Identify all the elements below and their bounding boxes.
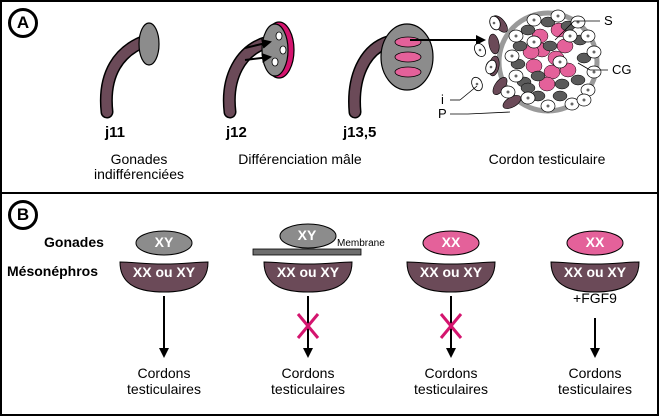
- label-S: S: [604, 13, 613, 28]
- caption-j11-line2: indifférenciées: [93, 166, 185, 182]
- gonad-col1: [135, 230, 193, 256]
- label-P: P: [438, 106, 447, 121]
- panel-a-letter: A: [16, 13, 30, 32]
- panel-b-marker: B: [8, 200, 38, 230]
- gonad-col2: [279, 223, 337, 249]
- gonad-label-col2: XY: [297, 227, 317, 243]
- caption-cordon: Cordon testiculaire: [488, 151, 606, 167]
- gonad-label-col1: XY: [154, 234, 174, 250]
- mesonephros-col4: [550, 261, 640, 293]
- meso-label-col3: XX ou XY: [419, 264, 483, 280]
- fgf9-label: +FGF9: [573, 290, 617, 306]
- membrane-bar: [252, 248, 362, 256]
- migrating-cells: [471, 15, 501, 92]
- meso-label-col4: XX ou XY: [563, 264, 627, 280]
- panel-b-letter: B: [16, 205, 30, 224]
- result-col3-line2: testiculaires: [414, 381, 488, 397]
- result-col2-line1: Cordons: [281, 365, 335, 381]
- mesonephros-col1: [119, 261, 209, 293]
- day-j11: j11: [105, 124, 126, 141]
- mesonephros-col3: [406, 261, 496, 293]
- row-label-mesonephros: Mésonéphros: [7, 263, 99, 279]
- row-label-gonades: Gonades: [44, 234, 104, 250]
- arrow-j12-lower: [244, 52, 272, 63]
- gonad-col3: [422, 230, 480, 256]
- result-col2-line2: testiculaires: [271, 381, 345, 397]
- label-i: i: [441, 92, 444, 107]
- cordon-testiculaire-diagram: [488, 9, 602, 114]
- gonad-label-col4: XX: [585, 234, 605, 250]
- gonad-j11: [138, 22, 160, 66]
- mesonephros-col2: [263, 261, 353, 293]
- gonad-label-col3: XX: [441, 234, 461, 250]
- label-CG: CG: [612, 62, 632, 77]
- day-j12: j12: [226, 124, 247, 141]
- stage-j12-diagram: [222, 21, 295, 119]
- result-col1-line2: testiculaires: [127, 381, 201, 397]
- result-col4-line2: testiculaires: [558, 381, 632, 397]
- arrow-j12-upper: [244, 39, 272, 49]
- result-col1-line1: Cordons: [137, 365, 191, 381]
- day-j135: j13,5: [343, 124, 377, 141]
- stage-j11-diagram: [99, 22, 160, 119]
- panel-a-marker: A: [8, 8, 38, 38]
- gonad-col4: [566, 230, 624, 256]
- panel-b-diagram: [119, 223, 640, 358]
- membrane-label: Membrane: [337, 238, 385, 249]
- stage-j135-diagram: [348, 23, 486, 119]
- caption-j12: Différenciation mâle: [238, 151, 362, 167]
- result-col3-line1: Cordons: [424, 365, 478, 381]
- meso-label-col2: XX ou XY: [276, 264, 340, 280]
- meso-label-col1: XX ou XY: [132, 264, 196, 280]
- caption-j11-line1: Gonades: [110, 151, 168, 167]
- result-col4-line1: Cordons: [568, 365, 622, 381]
